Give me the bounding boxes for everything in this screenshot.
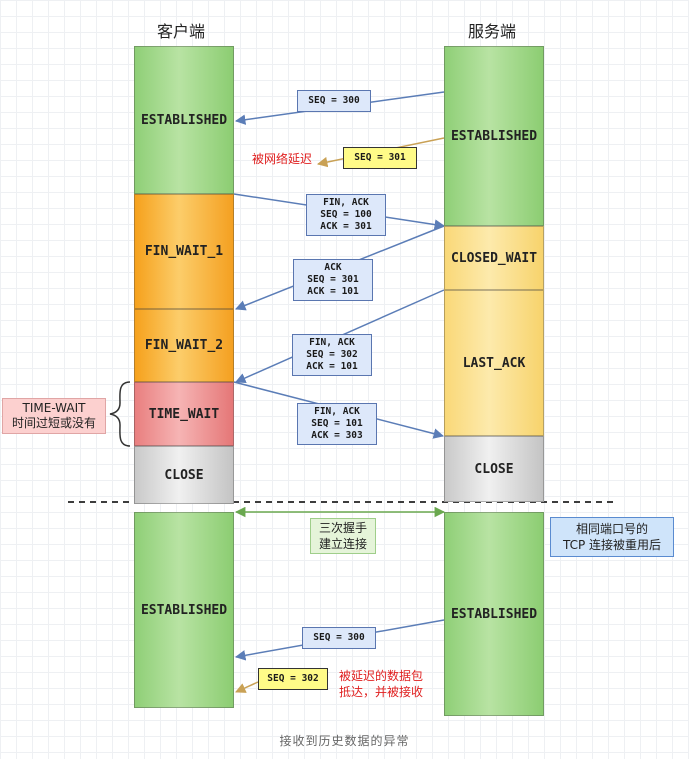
packet-line: ACK = 101 (307, 286, 359, 297)
client-state-established-new: ESTABLISHED (134, 512, 234, 708)
server-state-last-ack: LAST_ACK (444, 290, 544, 436)
packet-line: SEQ = 301 (354, 152, 406, 163)
packet-ack-1: ACK SEQ = 301 ACK = 101 (293, 259, 373, 301)
packet-line: SEQ = 101 (311, 418, 363, 429)
packet-fin-ack-1: FIN, ACK SEQ = 100 ACK = 301 (306, 194, 386, 236)
server-state-closed-wait: CLOSED_WAIT (444, 226, 544, 290)
client-state-close: CLOSE (134, 446, 234, 504)
port-reuse-note-line: 相同端口号的 (575, 522, 648, 536)
packet-seq301-delayed: SEQ = 301 (343, 147, 417, 169)
server-state-established: ESTABLISHED (444, 46, 544, 226)
packet-line: FIN, ACK (309, 337, 355, 348)
packet-line: SEQ = 302 (306, 349, 358, 360)
note-delayed-arrived-line: 抵达，并被接收 (339, 685, 424, 699)
client-header: 客户端 (157, 22, 206, 41)
server-header: 服务端 (468, 22, 517, 41)
client-state-time-wait: TIME_WAIT (134, 382, 234, 446)
figure-caption: 接收到历史数据的异常 (279, 734, 410, 748)
packet-seq302-arrived: SEQ = 302 (258, 668, 328, 690)
packet-line: SEQ = 300 (313, 632, 365, 643)
note-delayed: 被网络延迟 (252, 152, 313, 166)
client-state-fin-wait-2: FIN_WAIT_2 (134, 309, 234, 382)
packet-ack-last: FIN, ACK SEQ = 101 ACK = 303 (297, 403, 377, 445)
packet-line: FIN, ACK (323, 197, 369, 208)
time-wait-note: TIME-WAIT 时间过短或没有 (2, 398, 106, 434)
server-state-close: CLOSE (444, 436, 544, 502)
time-wait-note-line: 时间过短或没有 (11, 416, 96, 430)
note-delayed-arrived-line: 被延迟的数据包 (339, 669, 424, 683)
packet-fin-ack-2: FIN, ACK SEQ = 302 ACK = 101 (292, 334, 372, 376)
time-wait-brace (109, 381, 131, 447)
note-delayed-arrived: 被延迟的数据包 抵达，并被接收 (339, 668, 423, 700)
packet-line: ACK (324, 262, 342, 273)
port-reuse-note-line: TCP 连接被重用后 (562, 538, 662, 552)
packet-line: SEQ = 301 (307, 274, 359, 285)
packet-line: SEQ = 300 (308, 95, 360, 106)
packet-line: ACK = 101 (306, 361, 358, 372)
packet-line: SEQ = 302 (267, 673, 319, 684)
server-state-established-new: ESTABLISHED (444, 512, 544, 716)
handshake-note-line: 建立连接 (318, 537, 367, 551)
client-state-established: ESTABLISHED (134, 46, 234, 194)
client-state-fin-wait-1: FIN_WAIT_1 (134, 194, 234, 309)
time-wait-note-line: TIME-WAIT (22, 401, 86, 415)
handshake-note: 三次握手 建立连接 (310, 518, 376, 554)
packet-line: SEQ = 100 (320, 209, 372, 220)
packet-line: FIN, ACK (314, 406, 360, 417)
handshake-note-line: 三次握手 (318, 521, 367, 535)
port-reuse-note: 相同端口号的 TCP 连接被重用后 (550, 517, 674, 557)
packet-line: ACK = 303 (311, 430, 363, 441)
packet-new-seq300: SEQ = 300 (302, 627, 376, 649)
arrow-seq302-arrived (235, 681, 259, 693)
packet-seq300: SEQ = 300 (297, 90, 371, 112)
packet-line: ACK = 301 (320, 221, 372, 232)
